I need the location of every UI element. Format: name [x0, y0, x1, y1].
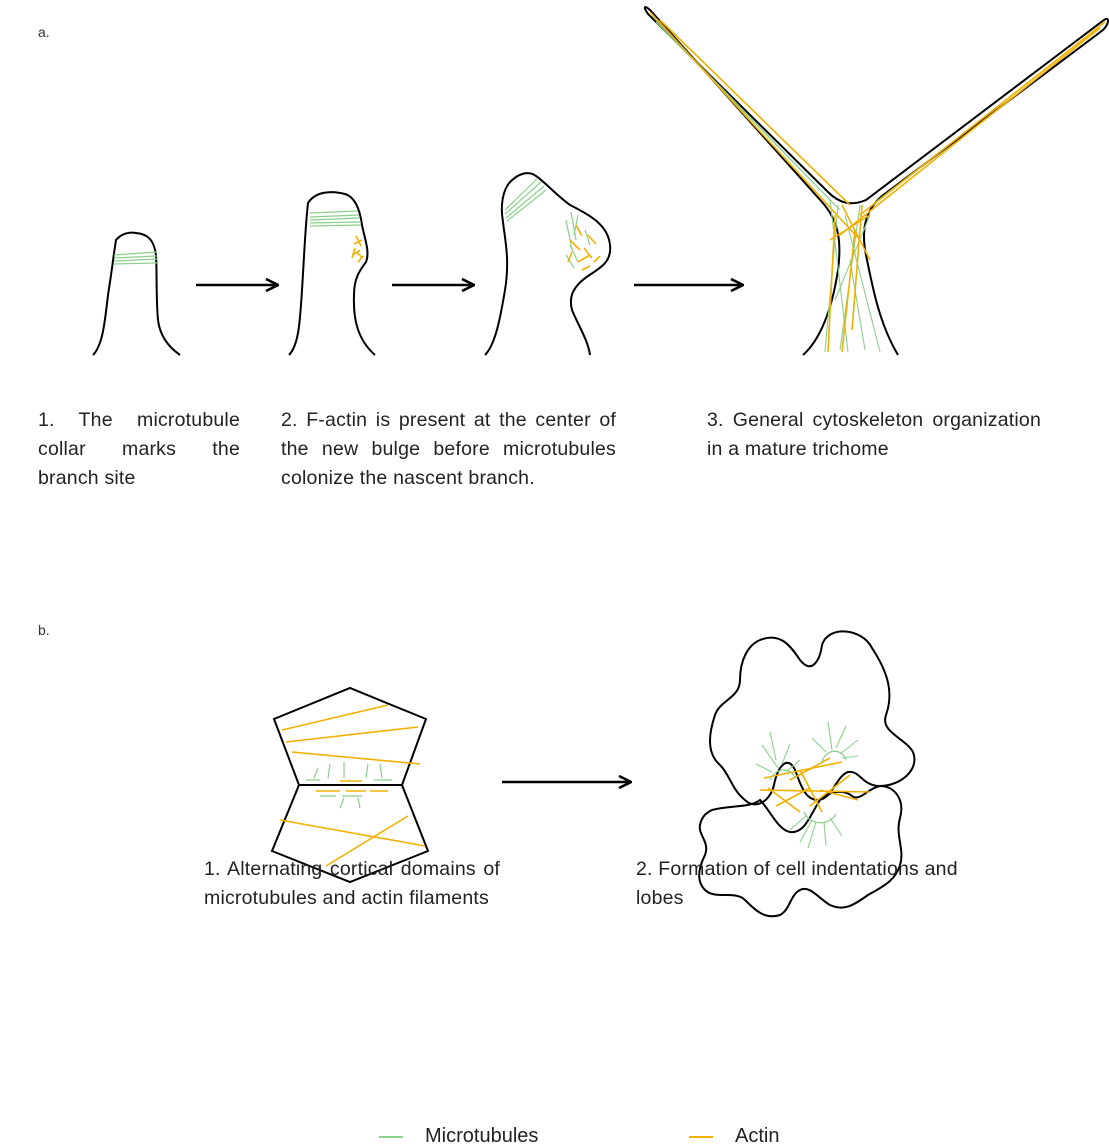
upper-cell-outline [274, 688, 426, 785]
legend-item-microtubules: Microtubules [379, 1125, 538, 1148]
cell-outline [645, 7, 1108, 355]
actin-network [650, 12, 1105, 352]
actin-cluster [568, 225, 600, 270]
trichome-stage-2 [289, 192, 375, 355]
caption-a-2: 2. F-actin is present at the center of t… [281, 406, 616, 493]
pavement-cells-stage-1 [272, 688, 428, 882]
trichome-stage-1 [93, 233, 180, 355]
caption-b-1: 1. Alternating cortical domains of micro… [204, 855, 500, 913]
caption-a-1: 1. The microtubule collar marks the bran… [38, 406, 240, 493]
legend-label-actin: Actin [735, 1125, 779, 1148]
microtubule-bundle [505, 178, 590, 268]
caption-a-3: 3. General cytoskeleton organization in … [707, 406, 1041, 464]
caption-b-2: 2. Formation of cell indentations and lo… [636, 855, 988, 913]
microtubule-collar [114, 252, 157, 264]
upper-cell-outline [710, 631, 914, 804]
cell-outline [485, 173, 610, 355]
microtubule-swatch-icon [379, 1136, 403, 1138]
microtubule-collar [310, 211, 361, 226]
trichome-stage-3 [485, 173, 610, 355]
legend-label-microtubules: Microtubules [425, 1125, 538, 1148]
legend-item-actin: Actin [689, 1125, 779, 1148]
actin-cluster [352, 236, 363, 262]
actin-swatch-icon [689, 1136, 713, 1138]
trichome-mature [645, 7, 1108, 355]
cell-outline [93, 233, 180, 355]
